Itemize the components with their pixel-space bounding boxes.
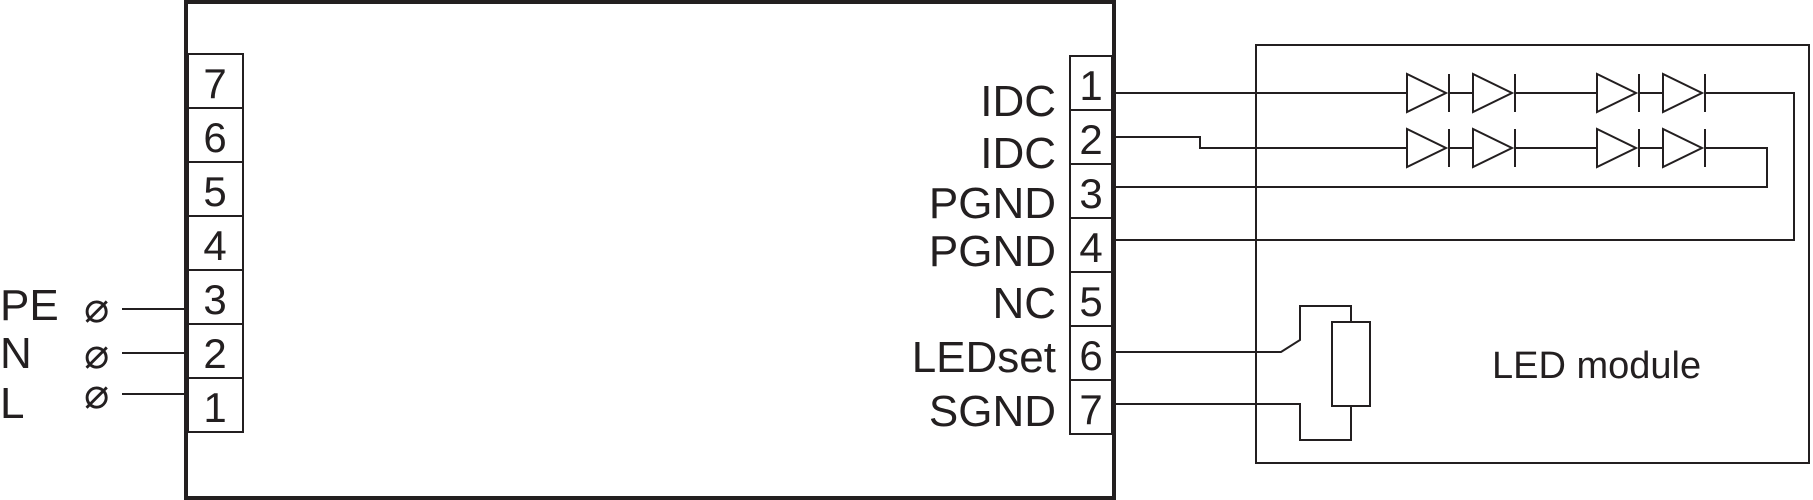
left-pin-number: 3 xyxy=(203,276,226,323)
terminal-symbol: ⌀ xyxy=(84,284,109,331)
led-string-top xyxy=(1406,72,1706,114)
signal-label: PGND xyxy=(929,179,1056,228)
wire-bottom-string-return xyxy=(1112,147,1768,188)
led-diode xyxy=(1472,127,1516,169)
signal-label: IDC xyxy=(980,129,1056,178)
right-pin-number: 5 xyxy=(1079,278,1102,325)
supply-connections: PE N L ⌀ ⌀ ⌀ xyxy=(0,281,188,428)
led-diode xyxy=(1596,72,1640,114)
right-pin-number: 6 xyxy=(1079,332,1102,379)
led-diode xyxy=(1596,127,1640,169)
wire-pin-6 xyxy=(1112,305,1352,353)
led-module-label: LED module xyxy=(1492,345,1701,387)
led-diode xyxy=(1406,72,1450,114)
right-pin-number: 4 xyxy=(1079,224,1102,271)
left-pin-number: 2 xyxy=(203,330,226,377)
signal-label: SGND xyxy=(929,387,1056,436)
ledset-resistor xyxy=(1331,321,1371,407)
led-diode xyxy=(1662,72,1706,114)
terminal-symbol: ⌀ xyxy=(84,330,109,377)
led-diode xyxy=(1662,127,1706,169)
right-terminal-block: 1 2 3 4 5 6 7 IDC IDC PGND PGND NC LEDse… xyxy=(912,55,1113,436)
left-pin-number: 4 xyxy=(203,222,226,269)
signal-label: PGND xyxy=(929,227,1056,276)
right-terminal-cell-7 xyxy=(1069,379,1113,435)
left-pin-number: 1 xyxy=(203,384,226,431)
led-diode xyxy=(1406,127,1450,169)
left-pin-number: 6 xyxy=(203,114,226,161)
supply-label-pe: PE xyxy=(0,281,59,330)
led-string-bottom xyxy=(1406,127,1706,169)
right-pin-number: 3 xyxy=(1079,170,1102,217)
right-pin-number: 1 xyxy=(1079,62,1102,109)
wire-pin-7 xyxy=(1112,403,1352,441)
right-pin-number: 2 xyxy=(1079,116,1102,163)
signal-label: NC xyxy=(992,279,1056,328)
wire-top-string-return xyxy=(1112,92,1795,241)
terminal-symbol: ⌀ xyxy=(84,370,109,417)
right-pin-number: 7 xyxy=(1079,386,1102,433)
led-module-box xyxy=(1255,44,1810,464)
left-terminal-cell-1 xyxy=(187,377,244,433)
left-pin-number: 5 xyxy=(203,168,226,215)
signal-label: LEDset xyxy=(912,333,1056,382)
supply-label-l: L xyxy=(0,379,24,428)
signal-label: IDC xyxy=(980,77,1056,126)
driver-housing xyxy=(184,0,1116,500)
wire-pin-2 xyxy=(1112,136,1407,149)
left-pin-number: 7 xyxy=(203,60,226,107)
output-wiring xyxy=(1112,92,1795,441)
supply-label-n: N xyxy=(0,329,32,378)
left-terminal-block: 7 6 5 4 3 2 1 xyxy=(187,53,244,433)
led-diode xyxy=(1472,72,1516,114)
